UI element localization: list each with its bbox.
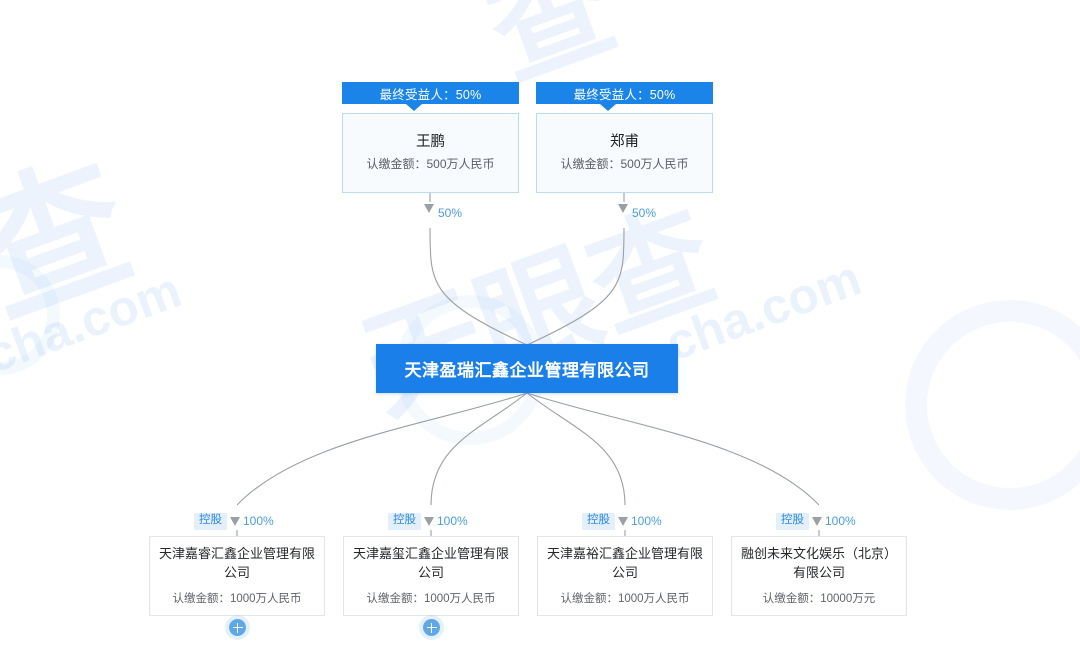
relation-chip-s4: 控股 <box>776 513 809 530</box>
edge-arrow-1 <box>424 204 434 213</box>
relation-percent-s2: 100% <box>437 514 468 529</box>
subsidiary-card-1[interactable]: 天津嘉睿汇鑫企业管理有限公司 认缴金额：1000万人民币 <box>149 536 325 616</box>
subsidiary-card-2[interactable]: 天津嘉玺汇鑫企业管理有限公司 认缴金额：1000万人民币 <box>343 536 519 616</box>
relation-label-s4: 控股 100% <box>776 513 856 530</box>
root-company-name: 天津盈瑞汇鑫企业管理有限公司 <box>404 361 650 380</box>
subsidiary-amount-3: 认缴金额：1000万人民币 <box>560 592 690 605</box>
shareholder-amount-1: 认缴金额：500万人民币 <box>366 157 495 172</box>
relation-arrow-s4 <box>812 516 822 526</box>
relation-arrow-s1 <box>230 516 240 526</box>
edge-root-s1 <box>236 392 528 506</box>
relation-arrow-s3 <box>618 516 628 526</box>
beneficiary-tag-2: 最终受益人：50% <box>536 82 713 111</box>
edge-percent-2: 50% <box>632 206 657 220</box>
relation-percent-s3: 100% <box>631 514 662 529</box>
watermark-glyph-center: 天眼查 <box>346 185 732 440</box>
expand-button-subsidiary-1[interactable] <box>229 619 246 636</box>
watermark-domain-left: cha.com <box>0 261 189 384</box>
edge-root-s2 <box>430 392 528 506</box>
relation-label-s3: 控股 100% <box>582 513 662 530</box>
relation-chip-s2: 控股 <box>388 513 421 530</box>
subsidiary-name-1: 天津嘉睿汇鑫企业管理有限公司 <box>158 545 315 581</box>
subsidiary-name-4: 融创未来文化娱乐（北京）有限公司 <box>740 545 897 581</box>
subsidiary-name-2: 天津嘉玺汇鑫企业管理有限公司 <box>352 545 509 581</box>
expand-button-subsidiary-2[interactable] <box>423 619 440 636</box>
relation-label-s2: 控股 100% <box>388 513 468 530</box>
edge-root-s4 <box>526 392 820 506</box>
tag-notch-1 <box>405 104 422 111</box>
shareholder-card-1[interactable]: 王鹏 认缴金额：500万人民币 <box>342 113 519 193</box>
relation-chip-s1: 控股 <box>194 513 227 530</box>
edge-root-s3 <box>526 392 626 506</box>
relation-percent-s1: 100% <box>243 514 274 529</box>
beneficiary-tag-1: 最终受益人：50% <box>342 82 519 111</box>
shareholder-name-2: 郑甫 <box>610 134 639 151</box>
subsidiary-amount-2: 认缴金额：1000万人民币 <box>366 592 496 605</box>
subsidiary-amount-4: 认缴金额：10000万元 <box>762 592 876 605</box>
edge-p1-root <box>429 227 528 346</box>
subsidiary-name-3: 天津嘉裕汇鑫企业管理有限公司 <box>546 545 703 581</box>
shareholder-amount-2: 认缴金额：500万人民币 <box>560 157 689 172</box>
relation-label-s1: 控股 100% <box>194 513 274 530</box>
relation-percent-s4: 100% <box>825 514 856 529</box>
watermark-ring-topleft <box>0 255 60 375</box>
watermark-ring-right <box>905 300 1080 510</box>
watermark-domain-right: cha.com <box>658 249 869 372</box>
edge-p2-root <box>526 227 625 346</box>
relation-chip-s3: 控股 <box>582 513 615 530</box>
subsidiary-amount-1: 认缴金额：1000万人民币 <box>172 592 302 605</box>
subsidiary-card-3[interactable]: 天津嘉裕汇鑫企业管理有限公司 认缴金额：1000万人民币 <box>537 536 713 616</box>
root-company-card[interactable]: 天津盈瑞汇鑫企业管理有限公司 <box>376 344 678 393</box>
tag-notch-2 <box>599 104 616 111</box>
edge-percent-1: 50% <box>438 206 463 220</box>
shareholder-card-2[interactable]: 郑甫 认缴金额：500万人民币 <box>536 113 713 193</box>
relation-arrow-s2 <box>424 516 434 526</box>
shareholder-name-1: 王鹏 <box>416 134 445 151</box>
subsidiary-card-4[interactable]: 融创未来文化娱乐（北京）有限公司 认缴金额：10000万元 <box>731 536 907 616</box>
edge-arrow-2 <box>618 204 628 213</box>
beneficiary-tag-2-label: 最终受益人：50% <box>573 87 676 102</box>
beneficiary-tag-1-label: 最终受益人：50% <box>379 87 482 102</box>
watermark-glyph-left: 查 <box>0 133 152 349</box>
